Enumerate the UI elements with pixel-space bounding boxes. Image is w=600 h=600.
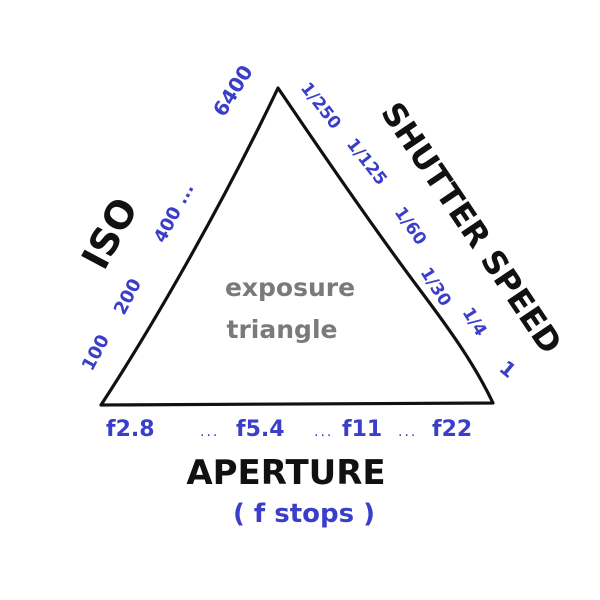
center-label-triangle: triangle bbox=[227, 315, 338, 344]
aperture-value-f22: f22 bbox=[432, 417, 472, 442]
shutter-value-1: 1 bbox=[495, 355, 521, 382]
shutter-value-1-4: 1/4 bbox=[458, 304, 491, 340]
aperture-ellipsis-1: ... bbox=[200, 424, 219, 440]
aperture-value-f11: f11 bbox=[342, 417, 382, 442]
iso-value-6400: 6400 bbox=[208, 61, 258, 121]
triangle-outline bbox=[99, 86, 495, 407]
center-label-exposure: exposure bbox=[225, 273, 355, 302]
aperture-value-f5-4: f5.4 bbox=[236, 417, 285, 442]
shutter-value-1-60: 1/60 bbox=[390, 203, 430, 249]
aperture-value-f2-8: f2.8 bbox=[106, 417, 155, 442]
shutter-value-1-30: 1/30 bbox=[416, 264, 455, 310]
shutter-value-1-125: 1/125 bbox=[342, 135, 391, 189]
iso-value-100: 100 bbox=[78, 331, 114, 374]
iso-value-400: 400 ... bbox=[150, 180, 199, 247]
iso-value-200: 200 bbox=[110, 275, 146, 318]
aperture-sublabel: ( f stops ) bbox=[233, 499, 375, 529]
aperture-ellipsis-3: ... bbox=[398, 424, 417, 440]
aperture-ellipsis-2: ... bbox=[314, 424, 333, 440]
aperture-side-label: APERTURE bbox=[186, 453, 385, 493]
iso-side-label: ISO bbox=[73, 190, 147, 276]
